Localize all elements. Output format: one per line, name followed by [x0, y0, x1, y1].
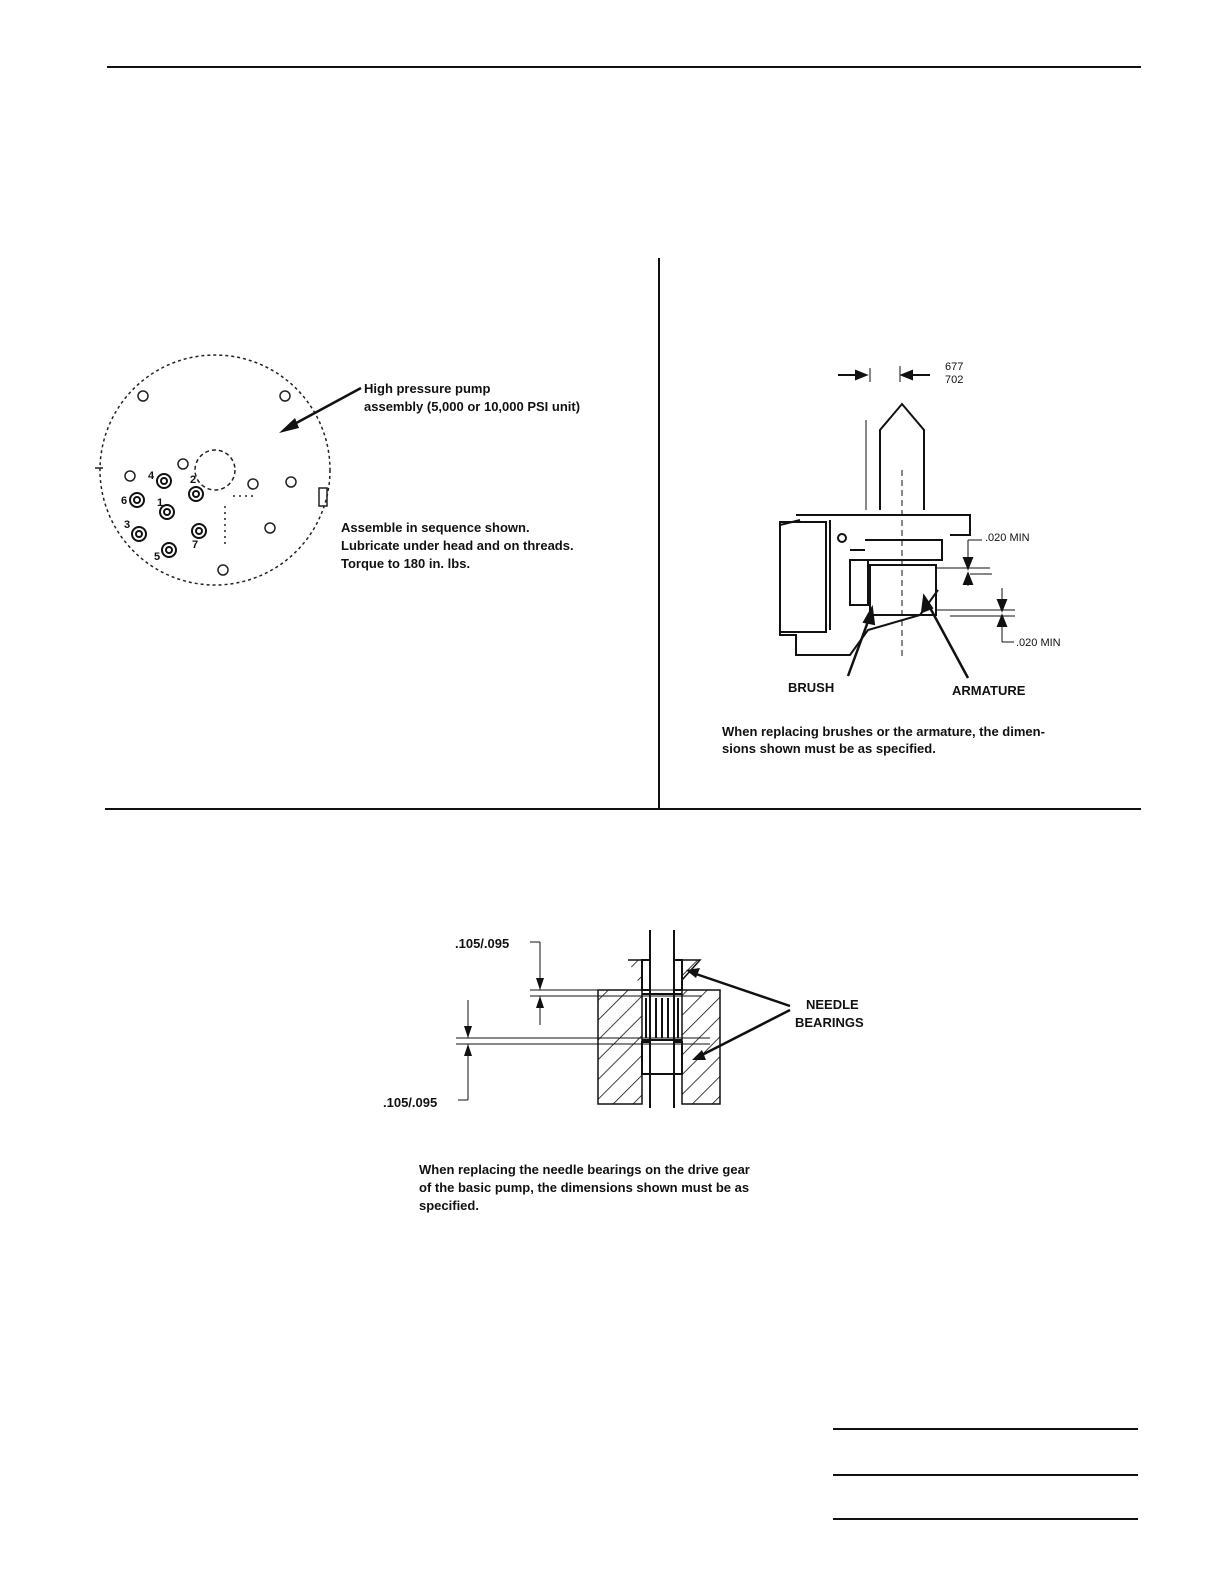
bolt-icon — [159, 504, 175, 520]
figure-divider-horizontal — [105, 808, 1141, 810]
motor-dim-top-a: 677 — [945, 361, 964, 373]
bearing-caption-line2: of the basic pump, the dimensions shown … — [419, 1180, 750, 1195]
top-rule — [107, 66, 1141, 68]
bolt-number-1: 1 — [157, 497, 163, 509]
needle-bearings-label-line1: NEEDLE — [806, 997, 859, 1012]
bolt-icon — [156, 473, 172, 489]
figure-divider-vertical — [658, 258, 660, 810]
motor-dim-top-b: 702 — [945, 374, 964, 386]
bearing-dim-upper: .105/.095 — [455, 936, 510, 951]
bolt-icon — [131, 526, 147, 542]
motor-brush-diagram — [779, 366, 1015, 679]
pump-instruction-2: Lubricate under head and on threads. — [341, 538, 574, 553]
bolt-number-6: 6 — [121, 495, 127, 507]
bolt-number-2: 2 — [190, 474, 196, 486]
bearing-caption-line1: When replacing the needle bearings on th… — [419, 1162, 750, 1177]
bolt-number-5: 5 — [154, 551, 160, 563]
motor-caption-line1: When replacing brushes or the armature, … — [722, 724, 1045, 739]
bolt-number-7: 7 — [192, 539, 198, 551]
pump-instruction-1: Assemble in sequence shown. — [341, 520, 530, 535]
motor-caption-line2: sions shown must be as specified. — [722, 741, 936, 756]
pump-callout-line2: assembly (5,000 or 10,000 PSI unit) — [364, 399, 581, 414]
bolt-icon — [129, 492, 145, 508]
bearing-caption-line3: specified. — [419, 1198, 479, 1213]
bolt-icon — [188, 486, 204, 502]
pump-head-diagram: 1 2 3 4 5 6 7 — [95, 354, 331, 586]
pump-instruction-3: Torque to 180 in. lbs. — [341, 556, 471, 571]
pump-callout-line1: High pressure pump — [364, 381, 491, 396]
label-armature: ARMATURE — [952, 683, 1026, 698]
pump-callout-arrow — [279, 386, 362, 433]
signature-line-3 — [833, 1518, 1138, 1520]
bolt-number-3: 3 — [124, 519, 130, 531]
label-brush: BRUSH — [788, 680, 835, 695]
bolt-group — [129, 473, 207, 558]
bolt-icon — [161, 542, 177, 558]
motor-clearance-upper: .020 MIN — [985, 532, 1030, 544]
needle-bearings-label-line2: BEARINGS — [795, 1015, 864, 1030]
signature-line-2 — [833, 1474, 1138, 1476]
bearing-dim-lower: .105/.095 — [383, 1095, 438, 1110]
needle-bearing-diagram — [456, 930, 791, 1108]
motor-clearance-lower: .020 MIN — [1016, 637, 1061, 649]
bolt-icon — [191, 523, 207, 539]
signature-line-1 — [833, 1428, 1138, 1430]
bolt-number-4: 4 — [148, 470, 155, 482]
